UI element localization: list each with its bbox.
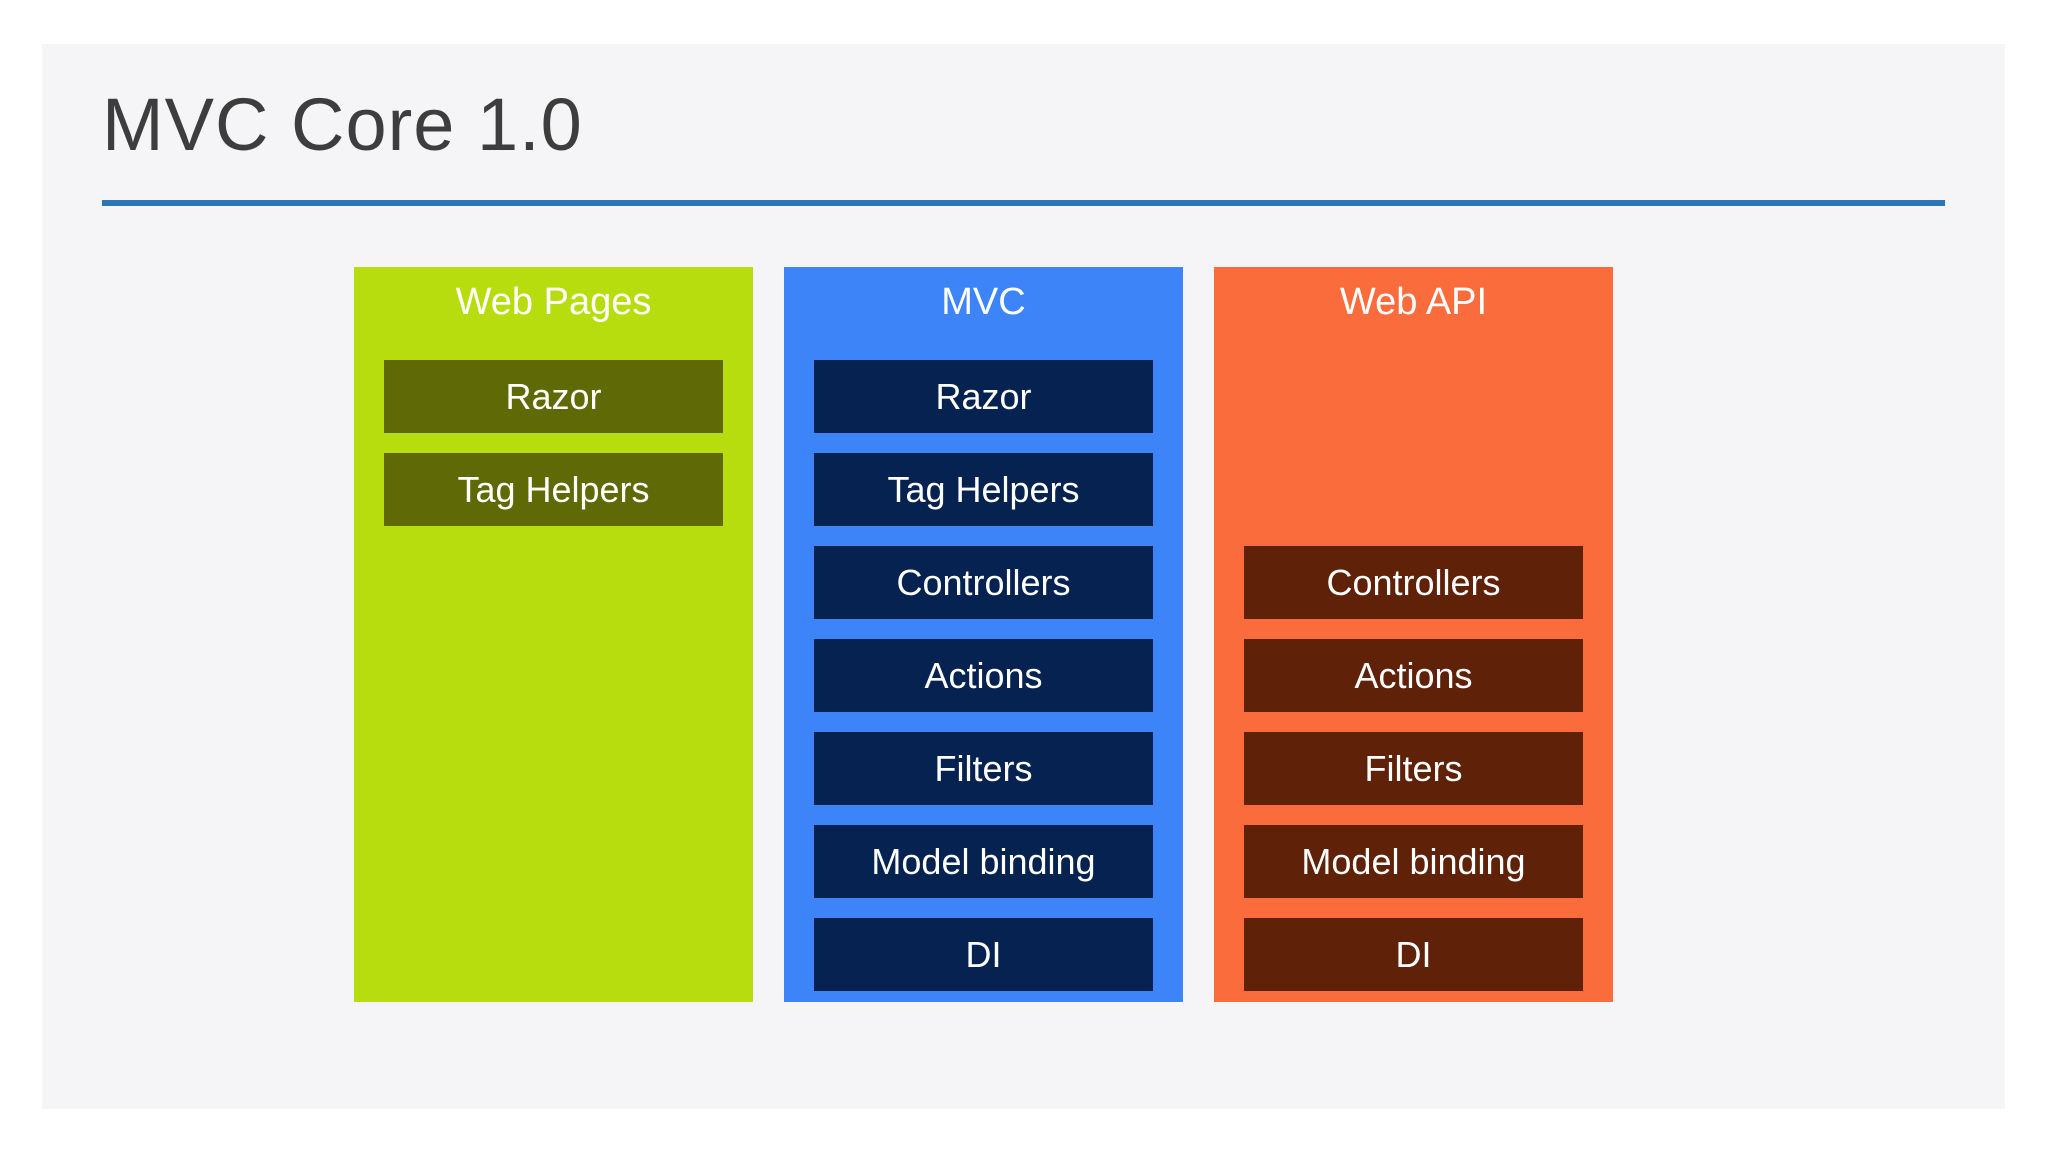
feature-box-actions: Actions	[1244, 639, 1583, 712]
title-divider	[102, 200, 1945, 206]
column-header-mvc: MVC	[941, 280, 1026, 323]
feature-box-filters: Filters	[1244, 732, 1583, 805]
feature-box-razor: Razor	[384, 360, 723, 433]
feature-box-di: DI	[1244, 918, 1583, 991]
feature-box-tag-helpers: Tag Helpers	[384, 453, 723, 526]
page-title: MVC Core 1.0	[102, 83, 583, 166]
feature-box-model-binding: Model binding	[814, 825, 1153, 898]
column-header-web-api: Web API	[1339, 280, 1488, 323]
feature-box-model-binding: Model binding	[1244, 825, 1583, 898]
feature-box-di: DI	[814, 918, 1153, 991]
feature-box-razor: Razor	[814, 360, 1153, 433]
empty-slot-spacer	[1244, 360, 1583, 526]
feature-box-controllers: Controllers	[814, 546, 1153, 619]
feature-box-filters: Filters	[814, 732, 1153, 805]
feature-box-actions: Actions	[814, 639, 1153, 712]
feature-box-tag-helpers: Tag Helpers	[814, 453, 1153, 526]
column-header-web-pages: Web Pages	[455, 280, 652, 323]
feature-box-controllers: Controllers	[1244, 546, 1583, 619]
